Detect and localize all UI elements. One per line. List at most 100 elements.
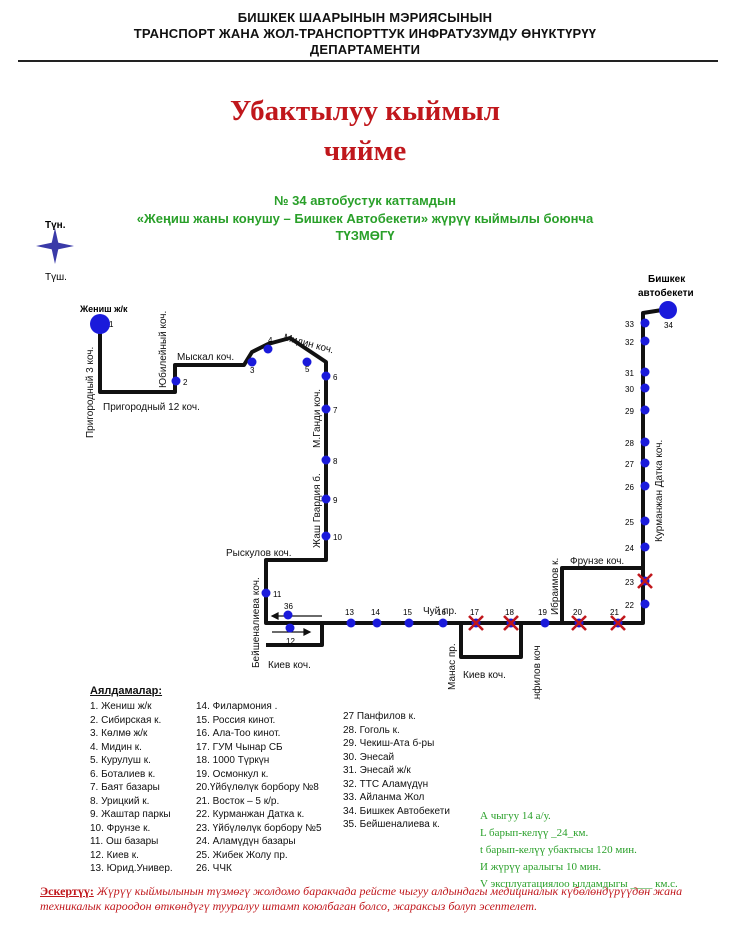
legend-item: 5. Курулуш к. bbox=[90, 755, 151, 766]
closed-stop-cross-17 bbox=[468, 615, 484, 631]
stop-number-22: 22 bbox=[625, 601, 634, 610]
stop-marker-5 bbox=[302, 357, 312, 367]
stop-number-17: 17 bbox=[470, 608, 479, 617]
stop-marker-33 bbox=[640, 318, 650, 328]
legend-item: 2. Сибирская к. bbox=[90, 714, 162, 726]
stop-number-23: 23 bbox=[625, 578, 634, 587]
stop-marker-15 bbox=[404, 618, 414, 628]
stop-marker-7 bbox=[321, 404, 331, 414]
route-stats: А чыгуу 14 а/у.L барып-келүү _24_км.t ба… bbox=[480, 808, 678, 893]
stop-number-31: 31 bbox=[625, 369, 634, 378]
legend-item: 6. Боталиев к. bbox=[90, 768, 156, 780]
stop-marker-16 bbox=[438, 618, 448, 628]
start-terminal-label: Жениш ж/к bbox=[79, 304, 128, 314]
subtitle-line1: № 34 автобустук каттамдын bbox=[274, 193, 456, 208]
stop-marker-26 bbox=[640, 481, 650, 491]
dept-header-line2: ТРАНСПОРТ ЖАНА ЖОЛ-ТРАНСПОРТТУК ИНФРАТУЗ… bbox=[133, 26, 597, 41]
legend-item: 23. Үйбүлөлүк борбору №5 bbox=[196, 822, 322, 834]
legend-item: 13. Юрид.Универ. bbox=[90, 863, 173, 874]
street-panfilov: Панфилов коч bbox=[531, 645, 543, 700]
legend-column-2: 14. Филармония .15. Россия кинот.16. Ала… bbox=[196, 700, 322, 876]
legend-item: 16. Ала-Тоо кинот. bbox=[196, 728, 281, 739]
stop-number-32: 32 bbox=[625, 338, 634, 347]
dept-header-line3: ДЕПАРТАМЕНТИ bbox=[309, 42, 421, 57]
legend-item: 32. ТТС Аламүдүн bbox=[343, 778, 429, 790]
street-kiev-mid: Киев коч. bbox=[463, 670, 506, 681]
legend-item: 25. Жибек Жолу пр. bbox=[196, 849, 288, 861]
stop-marker-19 bbox=[540, 618, 550, 628]
stop-number-10: 10 bbox=[333, 533, 342, 542]
stop-number-28: 28 bbox=[625, 439, 634, 448]
stop-number-14: 14 bbox=[371, 608, 380, 617]
end-terminal-label-2: автобекети bbox=[638, 287, 694, 299]
stop-marker-6 bbox=[321, 371, 331, 381]
stop-marker-36 bbox=[283, 610, 293, 620]
stop-number-34: 34 bbox=[664, 321, 673, 330]
stop-number-26: 26 bbox=[625, 483, 634, 492]
stop-number-16: 16 bbox=[437, 608, 446, 617]
stop-marker-32 bbox=[640, 336, 650, 346]
legend-item: 8. Урицкий к. bbox=[90, 795, 150, 807]
stop-marker-24 bbox=[640, 542, 650, 552]
stop-number-24: 24 bbox=[625, 544, 634, 553]
legend-item: 35. Бейшеналиева к. bbox=[343, 819, 440, 830]
stop-marker-9 bbox=[321, 494, 331, 504]
stop-number-36: 36 bbox=[284, 602, 293, 611]
stop-number-18: 18 bbox=[505, 608, 514, 617]
stop-number-3: 3 bbox=[250, 366, 255, 375]
street-yubileyny: Юбилейный коч. bbox=[157, 311, 169, 388]
legend-item: 15. Россия кинот. bbox=[196, 714, 276, 726]
stop-number-13: 13 bbox=[345, 608, 354, 617]
legend-item: 18. 1000 Түркүн bbox=[196, 755, 270, 766]
street-kiev-left: Киев коч. bbox=[268, 660, 311, 671]
route-stat-line: L барып-келүү _24_км. bbox=[480, 827, 589, 839]
note-text: Жүрүү кыймылынын түзмөгү жолдомо баракча… bbox=[40, 884, 683, 913]
compass-icon: Түн. Түш. bbox=[36, 220, 74, 283]
compass-south-label: Түш. bbox=[45, 272, 67, 283]
street-chuy: Чуй пр. bbox=[423, 606, 457, 617]
stop-number-25: 25 bbox=[625, 518, 634, 527]
legend-item: 26. ЧЧК bbox=[196, 863, 232, 874]
stop-number-12: 12 bbox=[286, 637, 295, 646]
street-mgandi: М.Ганди коч. bbox=[312, 389, 323, 448]
closed-stop-cross-23 bbox=[637, 573, 653, 589]
stop-marker-2 bbox=[171, 376, 181, 386]
stop-marker-4 bbox=[263, 344, 273, 354]
legend-item: 24. Аламүдүн базары bbox=[196, 836, 296, 847]
legend-item: 29. Чекиш-Ата б-ры bbox=[343, 738, 435, 749]
end-terminal-marker bbox=[659, 301, 677, 319]
stop-marker-3 bbox=[247, 357, 257, 367]
legend-item: 30. Энесай bbox=[343, 751, 395, 763]
end-terminal-label-1: Бишкек bbox=[648, 274, 686, 285]
legend-item: 19. Осмонкул к. bbox=[196, 768, 269, 780]
legend-item: 31. Энесай ж/к bbox=[343, 765, 411, 776]
stop-number-2: 2 bbox=[183, 378, 188, 387]
stop-number-6: 6 bbox=[333, 373, 338, 382]
note-label: Эскертүү: bbox=[40, 884, 94, 898]
legend-item: 21. Восток – 5 к/р. bbox=[196, 795, 280, 807]
legend-item: 9. Жаштар паркы bbox=[90, 809, 171, 820]
stop-number-15: 15 bbox=[403, 608, 412, 617]
subtitle-line3: ТҮЗМӨГҮ bbox=[335, 228, 395, 243]
route-stat-line: И жүрүү аралыгы 10 мин. bbox=[480, 861, 602, 873]
street-ryskulov: Рыскулов коч. bbox=[226, 548, 292, 559]
route-stat-line: t барып-келүү убактысы 120 мин. bbox=[480, 844, 637, 856]
note: Эскертүү: Жүрүү кыймылынын түзмөгү жолдо… bbox=[40, 884, 710, 914]
legend-item: 12. Киев к. bbox=[90, 849, 139, 861]
street-ibraimov: Ибраимов к. bbox=[549, 558, 561, 615]
route-map: Түн. Түш. Жениш ж/к Бишкек автобекети Пр… bbox=[36, 220, 694, 700]
stop-marker-29 bbox=[640, 405, 650, 415]
legend-item: 28. Гоголь к. bbox=[343, 724, 400, 736]
stop-marker-11 bbox=[261, 588, 271, 598]
legend-item: 11. Ош базары bbox=[90, 836, 159, 847]
stop-marker-27 bbox=[640, 458, 650, 468]
stop-number-7: 7 bbox=[333, 406, 338, 415]
street-zhashgvardia: Жаш Гвардия б. bbox=[311, 473, 323, 548]
stop-number-11: 11 bbox=[273, 590, 282, 599]
street-manas: Манас пр. bbox=[447, 643, 458, 690]
stop-marker-22 bbox=[640, 599, 650, 609]
stop-number-27: 27 bbox=[625, 460, 634, 469]
closed-stops-layer bbox=[468, 573, 653, 631]
stop-number-1: 1 bbox=[109, 320, 114, 329]
